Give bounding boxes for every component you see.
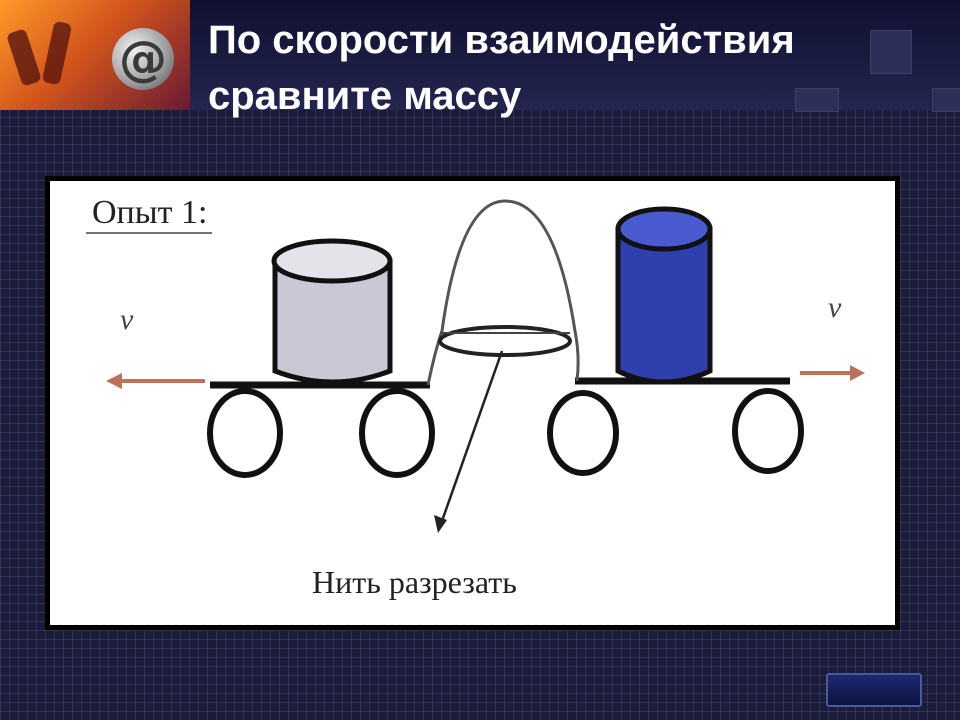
person-icon	[41, 20, 73, 86]
light-cylinder	[271, 238, 393, 385]
left-cart-wheel	[359, 388, 435, 478]
right-cart-wheel	[732, 388, 804, 474]
slide-title-line-1: По скорости взаимодействия	[208, 18, 795, 62]
right-cart-wheel	[547, 390, 619, 476]
blue-cylinder	[615, 206, 713, 385]
slide-title: По скорости взаимодействия сравните масс…	[208, 12, 948, 124]
cut-pointer-arrow	[434, 350, 504, 533]
velocity-right-label: v	[828, 291, 842, 324]
left-cart-wheel	[207, 388, 283, 478]
decorative-block	[932, 88, 960, 112]
velocity-left-label: v	[120, 303, 134, 336]
navigation-button[interactable]	[826, 673, 922, 707]
experiment-diagram: Опыт 1: v v Нить разреза	[45, 176, 900, 630]
decorative-block	[870, 30, 912, 74]
string-arch	[426, 199, 580, 386]
at-sign-icon: @	[112, 28, 174, 90]
cut-string-label: Нить разрезать	[312, 564, 517, 600]
decorative-block	[795, 88, 839, 112]
compressed-spring-plate	[438, 325, 572, 357]
left-velocity-arrow	[106, 373, 205, 389]
right-velocity-arrow	[800, 365, 865, 381]
logo: @	[0, 0, 190, 110]
experiment-label: Опыт 1:	[92, 194, 207, 231]
slide-title-line-2: сравните массу	[208, 74, 522, 118]
person-icon	[5, 28, 43, 87]
